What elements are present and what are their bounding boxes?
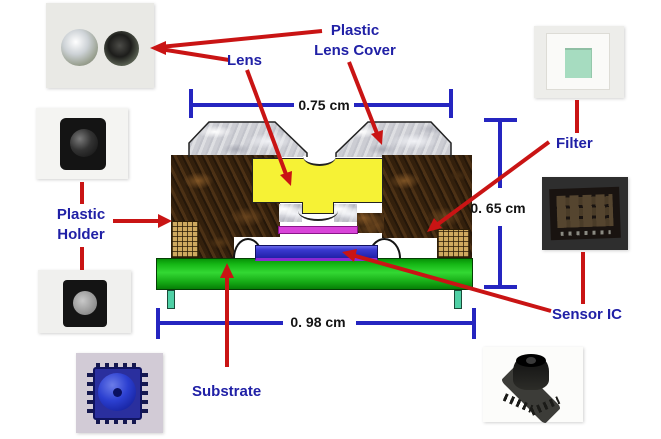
assembled-lens-barrel xyxy=(513,354,549,390)
arrowhead-holder xyxy=(158,214,172,228)
lens-barrels-photo xyxy=(46,3,154,88)
filter-carrier xyxy=(546,33,610,90)
plastic-holder-bottom-photo xyxy=(38,270,131,333)
lens-barrel-dark xyxy=(104,31,139,66)
assembled-barrel-top xyxy=(516,354,546,367)
holder-opening xyxy=(70,129,98,157)
module-pins-right xyxy=(142,373,148,413)
camera-module-blue-photo xyxy=(76,353,163,433)
sensor-die xyxy=(255,245,378,261)
filter-photo xyxy=(534,26,624,98)
label-plastic-lens-cover-line2: Lens Cover xyxy=(314,42,396,59)
holder-hole xyxy=(73,291,97,315)
lens-surface-curve xyxy=(298,211,338,221)
label-plastic-holder: Plastic Holder xyxy=(41,205,121,245)
holder-right-ledge xyxy=(357,213,384,233)
module-lens-barrel xyxy=(98,373,136,411)
arrow-filter-line xyxy=(432,140,551,229)
solder-leg-right xyxy=(454,290,462,309)
dimension-top-value: 0.75 cm xyxy=(298,97,350,113)
module-pins-bottom xyxy=(96,418,139,424)
label-plastic-lens-cover-line1: Plastic xyxy=(330,22,380,39)
arrow-heads xyxy=(150,41,442,278)
arrow-cover-line xyxy=(347,61,380,137)
solder-leg-left xyxy=(167,290,175,309)
label-filter: Filter xyxy=(556,135,593,152)
filter-bar xyxy=(278,226,358,234)
holder-body xyxy=(60,118,106,170)
lens-cover-left-outline xyxy=(188,121,308,157)
module-lens-center xyxy=(113,388,122,397)
adhesive-foot-left xyxy=(171,221,199,258)
lens-barrel-shiny xyxy=(61,29,98,66)
module-pins-left xyxy=(87,373,93,413)
arrowhead-cover xyxy=(371,130,383,145)
label-sensor-ic: Sensor IC xyxy=(552,306,623,323)
leader-lines xyxy=(80,29,585,367)
arrowhead-filter xyxy=(427,218,442,232)
leader-cover-to-photo xyxy=(159,29,323,49)
arrowhead-substrate xyxy=(220,263,234,278)
label-plastic-holder-line1: Plastic xyxy=(56,206,106,223)
arrow-sensor-line xyxy=(351,253,552,313)
arrow-lens-line xyxy=(245,69,289,178)
module-pins-top xyxy=(96,363,139,369)
sensor-ic-photo xyxy=(542,177,628,250)
assembled-aperture xyxy=(526,357,536,364)
leader-lens-to-photo xyxy=(159,47,230,62)
lens-cover-column-right xyxy=(334,204,357,222)
lens-top-notch xyxy=(303,156,336,166)
label-substrate: Substrate xyxy=(192,383,262,400)
label-plastic-lens-cover: Plastic Lens Cover xyxy=(295,21,415,61)
lens-cover-column-left xyxy=(279,204,302,222)
dimension-bottom-value: 0. 98 cm xyxy=(290,314,346,330)
camera-module-assembled-photo xyxy=(483,347,583,425)
adhesive-foot-right xyxy=(437,229,470,258)
arrowhead-to-lens-photo xyxy=(150,41,166,55)
arrowhead-lens xyxy=(280,171,292,186)
holder-body xyxy=(63,280,107,327)
dimension-right-value: 0. 65 cm xyxy=(470,200,526,216)
dimension-lines xyxy=(156,89,517,339)
module-base xyxy=(93,367,142,420)
filter-glass xyxy=(565,48,592,78)
label-lens: Lens xyxy=(227,52,263,69)
lens-cover-right-outline xyxy=(335,121,452,157)
label-plastic-holder-line2: Holder xyxy=(57,226,105,243)
arrowhead-sensor xyxy=(342,249,357,262)
plastic-holder-top-photo xyxy=(36,108,128,179)
